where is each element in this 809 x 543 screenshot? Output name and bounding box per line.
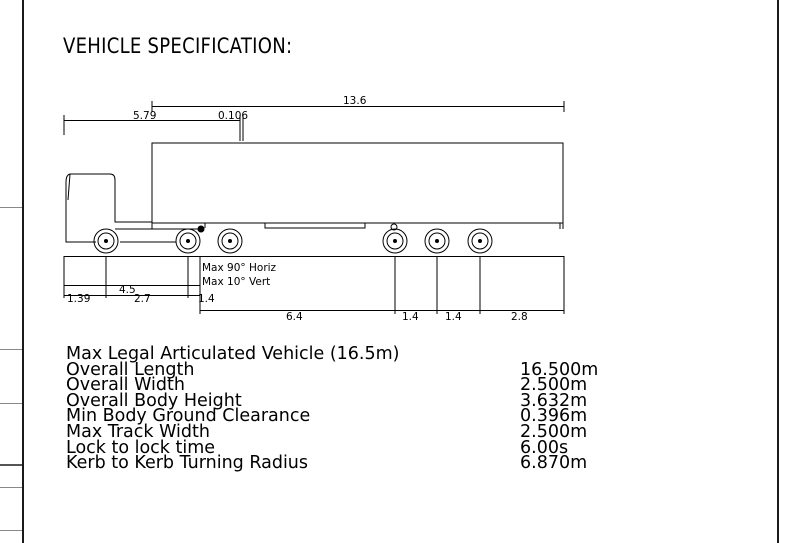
- fifth-wheel: [197, 225, 205, 233]
- wheel-trailer-3: [467, 228, 493, 254]
- dim-label-front-overhang-top: 5.79: [133, 110, 156, 122]
- page-edge-line: [0, 487, 22, 488]
- spec-heading: Max Legal Articulated Vehicle (16.5m): [66, 344, 400, 364]
- spec-label: Overall Body Height: [66, 390, 242, 411]
- spec-row: Overall Body Height 3.632m: [66, 390, 587, 411]
- dim-label-trailer-axle-2: 1.4: [445, 311, 462, 323]
- spec-value: 3.632m: [520, 390, 588, 411]
- page-edge-line: [0, 207, 22, 208]
- trailer-body: [151, 142, 564, 224]
- dim-label-kingpin-offset: 0.106: [218, 110, 248, 122]
- wheel-drive-2: [217, 228, 243, 254]
- spec-value: 6.870m: [520, 453, 588, 474]
- spec-label: Lock to lock time: [66, 437, 216, 458]
- page-title: VEHICLE SPECIFICATION:: [63, 34, 293, 58]
- spec-label: Kerb to Kerb Turning Radius: [66, 453, 309, 474]
- articulation-horizontal: Max 90° Horiz: [202, 262, 277, 274]
- dim-label-wheelbase: 2.7: [134, 293, 151, 305]
- spec-label: Min Body Ground Clearance: [66, 406, 311, 427]
- dim-label-overall-top: 13.6: [343, 95, 367, 107]
- dim-label-wheelbase-mid: 4.5: [119, 284, 136, 296]
- dim-label-trailer-wheelbase: 6.4: [286, 311, 303, 323]
- spec-row: Max Track Width 2.500m: [66, 421, 587, 442]
- spec-row: Kerb to Kerb Turning Radius 6.870m: [66, 453, 587, 474]
- dim-label-rear-axle-gap: 1.4: [198, 293, 215, 305]
- wheel-trailer-1: [382, 228, 408, 254]
- spec-label: Overall Length: [66, 359, 195, 380]
- articulation-vertical: Max 10° Vert: [202, 276, 270, 288]
- page-edge-line: [0, 464, 22, 466]
- wheel-drive-1: [175, 228, 201, 254]
- spec-label: Overall Width: [66, 375, 185, 396]
- trailer-skirt: [264, 222, 366, 229]
- spec-row: Lock to lock time 6.00s: [66, 437, 568, 458]
- spec-value: 2.500m: [520, 375, 588, 396]
- page-edge-line: [0, 349, 22, 350]
- dim-label-trailer-axle-1: 1.4: [402, 311, 419, 323]
- page-frame: [22, 0, 779, 543]
- spec-value: 6.00s: [520, 437, 569, 458]
- dim-label-front-overhang: 1.39: [67, 293, 90, 305]
- spec-row: Overall Width 2.500m: [66, 375, 587, 396]
- trailer-kingpin-pad: [390, 223, 398, 231]
- wheel-trailer-2: [424, 228, 450, 254]
- spec-value: 2.500m: [520, 421, 588, 442]
- dim-label-trailer-rear-overhang: 2.8: [511, 311, 528, 323]
- spec-row: Overall Length 16.500m: [66, 359, 598, 380]
- spec-value: 16.500m: [520, 359, 599, 380]
- spec-label: Max Track Width: [66, 421, 210, 442]
- tractor-cab: [65, 173, 200, 243]
- page-edge-line: [0, 530, 22, 531]
- spec-value: 0.396m: [520, 406, 588, 427]
- spec-row: Min Body Ground Clearance 0.396m: [66, 406, 587, 427]
- page-edge-line: [0, 403, 22, 404]
- spec-table: Max Legal Articulated Vehicle (16.5m) Ov…: [66, 344, 598, 474]
- wheel-front: [93, 228, 119, 254]
